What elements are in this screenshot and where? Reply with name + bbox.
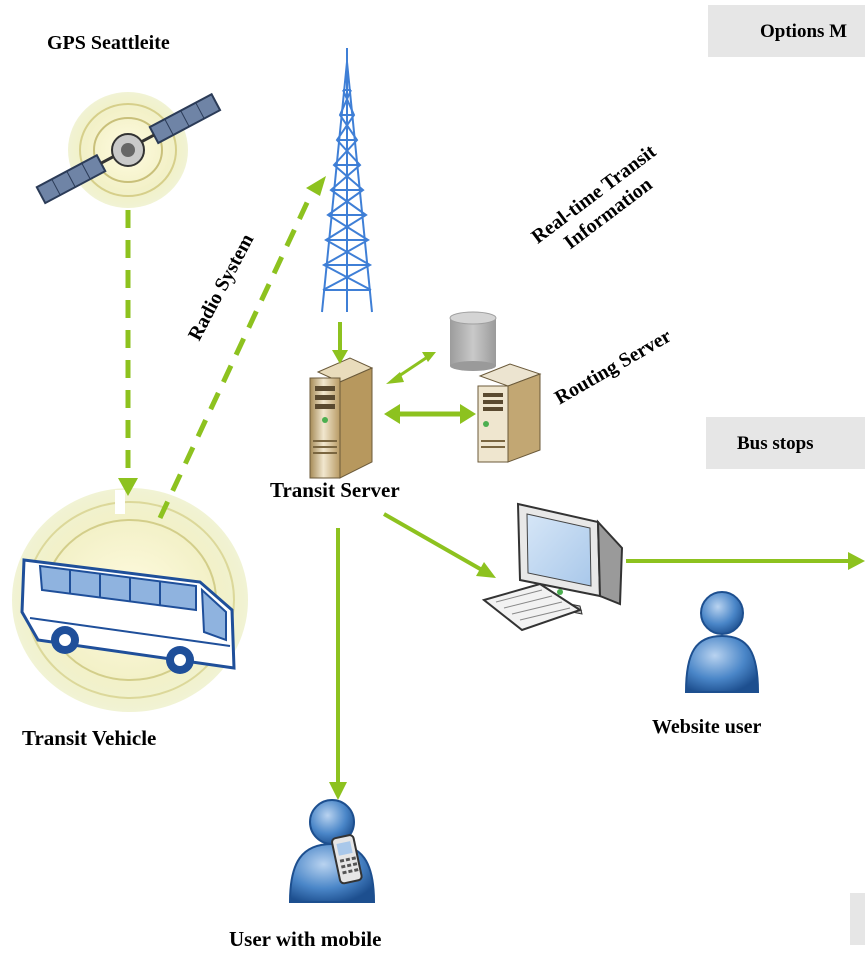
radio-tower-icon bbox=[321, 48, 373, 313]
arrow-tower-to-server bbox=[332, 322, 348, 364]
transit-vehicle-label: Transit Vehicle bbox=[22, 726, 157, 750]
satellite-icon bbox=[35, 92, 222, 208]
arrow-server-database bbox=[386, 352, 436, 384]
partial-panel bbox=[850, 893, 865, 945]
gps-satellite-label: GPS Seattleite bbox=[47, 32, 170, 54]
transit-server-label: Transit Server bbox=[270, 478, 400, 502]
mobile-user-icon bbox=[288, 799, 376, 903]
bus-icon bbox=[12, 488, 248, 712]
database-icon bbox=[449, 311, 497, 371]
dashed-link-bus-tower bbox=[157, 176, 326, 520]
arrow-computer-to-right bbox=[626, 552, 865, 570]
arrow-server-routing bbox=[384, 404, 476, 424]
user-with-mobile-label: User with mobile bbox=[229, 927, 382, 951]
transit-server-icon bbox=[309, 357, 374, 479]
desktop-computer-icon bbox=[481, 502, 624, 632]
person-icon bbox=[684, 591, 760, 693]
website-user-label: Website user bbox=[652, 716, 762, 738]
options-panel-label: Options M bbox=[760, 21, 848, 42]
arrow-server-to-mobile bbox=[329, 528, 347, 800]
options-panel: Options M bbox=[708, 5, 865, 57]
dashed-link-satellite-bus bbox=[118, 210, 138, 496]
routing-server-icon bbox=[477, 363, 542, 463]
arrow-server-to-computer bbox=[383, 512, 496, 578]
bus-stops-panel-label: Bus stops bbox=[737, 433, 814, 454]
bus-stops-panel: Bus stops bbox=[706, 417, 865, 469]
